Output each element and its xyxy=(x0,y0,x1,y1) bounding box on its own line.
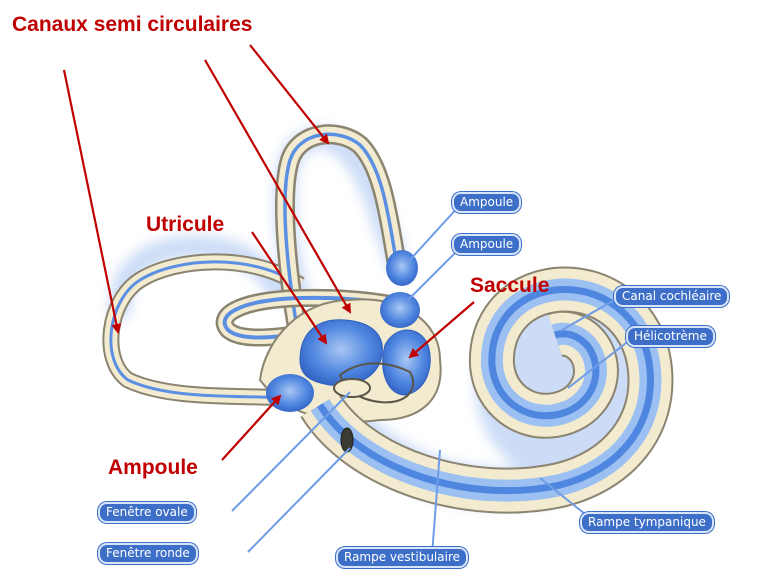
label-utricule: Utricule xyxy=(146,214,224,235)
pill-ampoule-lower: Ampoule xyxy=(452,234,521,255)
pill-canal-cochleaire: Canal cochléaire xyxy=(614,286,729,307)
label-canaux-semi-circulaires: Canaux semi circulaires xyxy=(12,14,252,35)
label-ampoule: Ampoule xyxy=(108,457,198,478)
pill-fenetre-ronde: Fenêtre ronde xyxy=(98,543,198,564)
ampulla-lower xyxy=(266,374,314,412)
pill-helicotreme: Hélicotrème xyxy=(626,326,715,347)
pill-rampe-vestibulaire: Rampe vestibulaire xyxy=(336,547,468,568)
pill-rampe-tympanique: Rampe tympanique xyxy=(580,512,714,533)
arrow-ampoule xyxy=(222,396,280,460)
oval-window-shape xyxy=(334,379,370,397)
pill-fenetre-ovale: Fenêtre ovale xyxy=(98,502,196,523)
ampulla-middle xyxy=(380,292,420,328)
pill-ampoule-upper: Ampoule xyxy=(452,192,521,213)
round-window-shape xyxy=(341,428,353,452)
arrow-canal-posterior xyxy=(64,70,118,332)
arrow-canal-superior xyxy=(250,45,328,143)
label-saccule: Saccule xyxy=(470,275,549,296)
